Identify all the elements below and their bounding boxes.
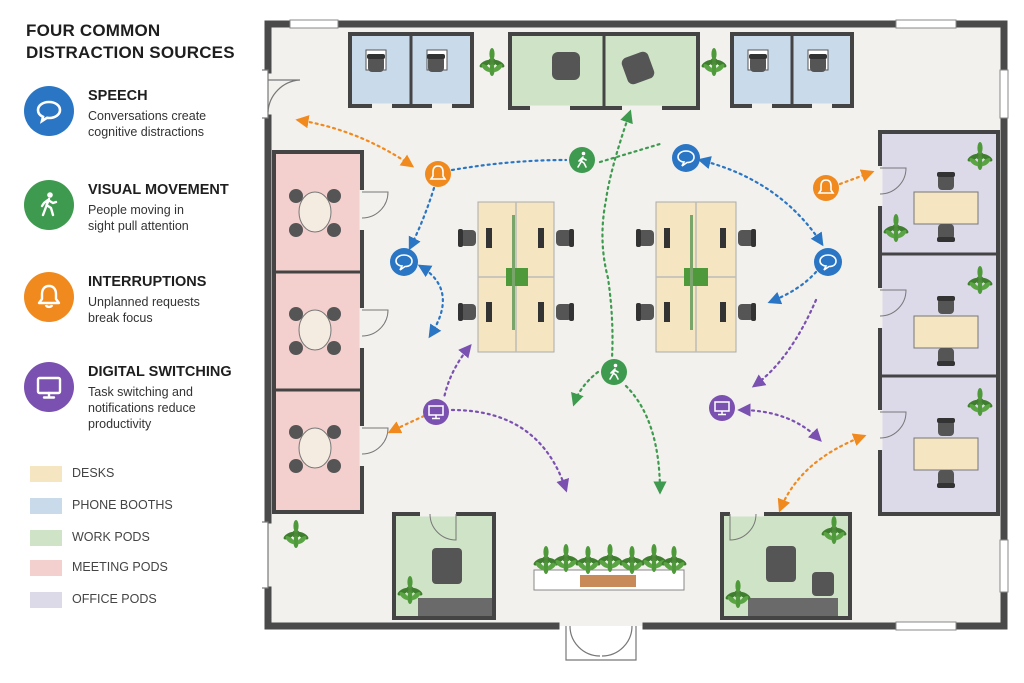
legend-source-digital-switching: DIGITAL SWITCHING Task switching and not… bbox=[24, 362, 260, 431]
swatch-meeting-pods bbox=[30, 560, 62, 576]
zone-key-office-pods: OFFICE PODS bbox=[30, 590, 250, 610]
zone-key-work-pods: WORK PODS bbox=[30, 528, 250, 548]
floor-speech-icon bbox=[814, 248, 842, 276]
window bbox=[289, 19, 339, 29]
left-entrance-door bbox=[262, 69, 301, 119]
planter bbox=[532, 544, 688, 591]
zone-key-meeting-pods: MEETING PODS bbox=[30, 558, 250, 578]
floor-speech-icon bbox=[390, 248, 418, 276]
swatch-desks bbox=[30, 466, 62, 482]
office-pods bbox=[877, 130, 1000, 516]
window bbox=[895, 19, 957, 29]
main-entrance-door bbox=[565, 625, 637, 661]
left-side-door bbox=[262, 521, 269, 589]
office-floor-plan bbox=[262, 19, 1009, 661]
floor-monitor-icon bbox=[423, 399, 449, 425]
desk-cluster-left bbox=[458, 201, 574, 353]
digital-switching-icon-circle bbox=[24, 362, 74, 412]
zone-key-phone-booths: PHONE BOOTHS bbox=[30, 496, 250, 516]
phone-booth-group-left bbox=[348, 32, 474, 109]
interruptions-icon-circle bbox=[24, 272, 74, 322]
floor-walking-person-icon bbox=[569, 147, 595, 173]
work-pod-group-top bbox=[508, 32, 700, 111]
speech-icon-circle bbox=[24, 86, 74, 136]
legend-source-speech: SPEECH Conversations create cognitive di… bbox=[24, 86, 260, 146]
window bbox=[999, 69, 1009, 119]
zone-key-desks: DESKS bbox=[30, 464, 250, 484]
distraction-arrows bbox=[295, 109, 875, 513]
swatch-work-pods bbox=[30, 530, 62, 546]
work-pod-bottom-left bbox=[392, 511, 496, 620]
swatch-office-pods bbox=[30, 592, 62, 608]
visual-movement-icon-circle bbox=[24, 180, 74, 230]
floor-bell-icon bbox=[425, 161, 451, 187]
speech-bubble-icon bbox=[36, 100, 62, 124]
floor-speech-icon bbox=[672, 144, 700, 172]
legend-source-interruptions: INTERRUPTIONS Unplanned requests break f… bbox=[24, 272, 260, 332]
swatch-phone-booths bbox=[30, 498, 62, 514]
floor-walking-person-icon bbox=[601, 359, 627, 385]
window bbox=[999, 539, 1009, 593]
legend-panel: FOUR COMMON DISTRACTION SOURCES SPEECH C… bbox=[0, 0, 262, 683]
window bbox=[895, 621, 957, 631]
legend-title: FOUR COMMON DISTRACTION SOURCES bbox=[26, 21, 235, 62]
floor-bell-icon bbox=[813, 175, 839, 201]
phone-booth-group-right bbox=[730, 32, 854, 109]
meeting-pods bbox=[272, 150, 389, 514]
walking-person-icon bbox=[40, 192, 58, 217]
floor-monitor-icon bbox=[709, 395, 735, 421]
work-pod-bottom-right bbox=[720, 511, 852, 620]
bell-icon bbox=[37, 284, 61, 309]
legend-source-visual-movement: VISUAL MOVEMENT People moving in sight p… bbox=[24, 180, 260, 240]
monitor-icon bbox=[36, 376, 62, 399]
